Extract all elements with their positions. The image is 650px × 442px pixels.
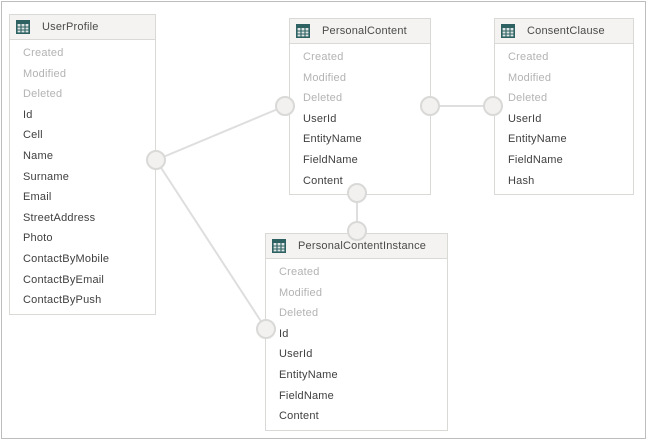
table-grid-icon xyxy=(501,24,515,38)
entity-field: FieldName xyxy=(279,389,334,402)
entity-table-title: PersonalContent xyxy=(322,25,407,37)
table-grid-icon xyxy=(16,20,30,34)
entity-field: Deleted xyxy=(508,92,548,105)
entity-field: Content xyxy=(303,174,343,187)
entity-field: Created xyxy=(23,47,64,59)
entity-table-header[interactable]: ConsentClause xyxy=(495,19,633,44)
entity-field: Name xyxy=(23,149,54,162)
entity-field: EntityName xyxy=(303,133,362,146)
entity-field: UserId xyxy=(508,112,542,125)
entity-field: Photo xyxy=(23,232,53,245)
entity-table-header[interactable]: UserProfile xyxy=(10,15,155,40)
entity-table-header[interactable]: PersonalContentInstance xyxy=(266,234,447,259)
entity-field: EntityName xyxy=(279,368,338,381)
entity-field: Modified xyxy=(508,71,552,84)
entity-field: Id xyxy=(23,108,33,121)
entity-field: Hash xyxy=(508,174,535,187)
entity-field: Created xyxy=(508,51,549,63)
entity-field: Surname xyxy=(23,170,70,183)
entity-field: Modified xyxy=(303,71,347,84)
entity-field: Modified xyxy=(23,67,67,80)
entity-field: Deleted xyxy=(23,88,63,101)
entity-field: Id xyxy=(279,327,289,340)
entity-field: FieldName xyxy=(303,153,358,166)
entity-field: Deleted xyxy=(279,307,319,320)
entity-field: Created xyxy=(303,51,344,63)
entity-field: UserId xyxy=(303,112,337,125)
entity-field: ContactByEmail xyxy=(23,273,105,286)
entity-field: Created xyxy=(279,266,320,278)
relationship-line-userprofile-personalcontentinstance xyxy=(155,159,267,330)
entity-field: StreetAddress xyxy=(23,211,96,224)
entity-field: FieldName xyxy=(508,153,563,166)
entity-field: Deleted xyxy=(303,92,343,105)
table-grid-icon xyxy=(296,24,310,38)
entity-field: ContactByPush xyxy=(23,294,102,307)
entity-table-title: ConsentClause xyxy=(527,25,605,37)
entity-field: Content xyxy=(279,410,319,423)
entity-field: Modified xyxy=(279,286,323,299)
entity-field: Cell xyxy=(23,129,43,142)
entity-field: ContactByMobile xyxy=(23,252,110,265)
entity-field: Email xyxy=(23,191,52,204)
table-grid-icon xyxy=(272,239,286,253)
entity-table-title: PersonalContentInstance xyxy=(298,240,427,252)
entity-table-title: UserProfile xyxy=(42,21,99,33)
relationship-line-userprofile-personalcontent xyxy=(155,105,286,161)
entity-field: UserId xyxy=(279,348,313,361)
entity-field: EntityName xyxy=(508,133,567,146)
entity-table-header[interactable]: PersonalContent xyxy=(290,19,430,44)
